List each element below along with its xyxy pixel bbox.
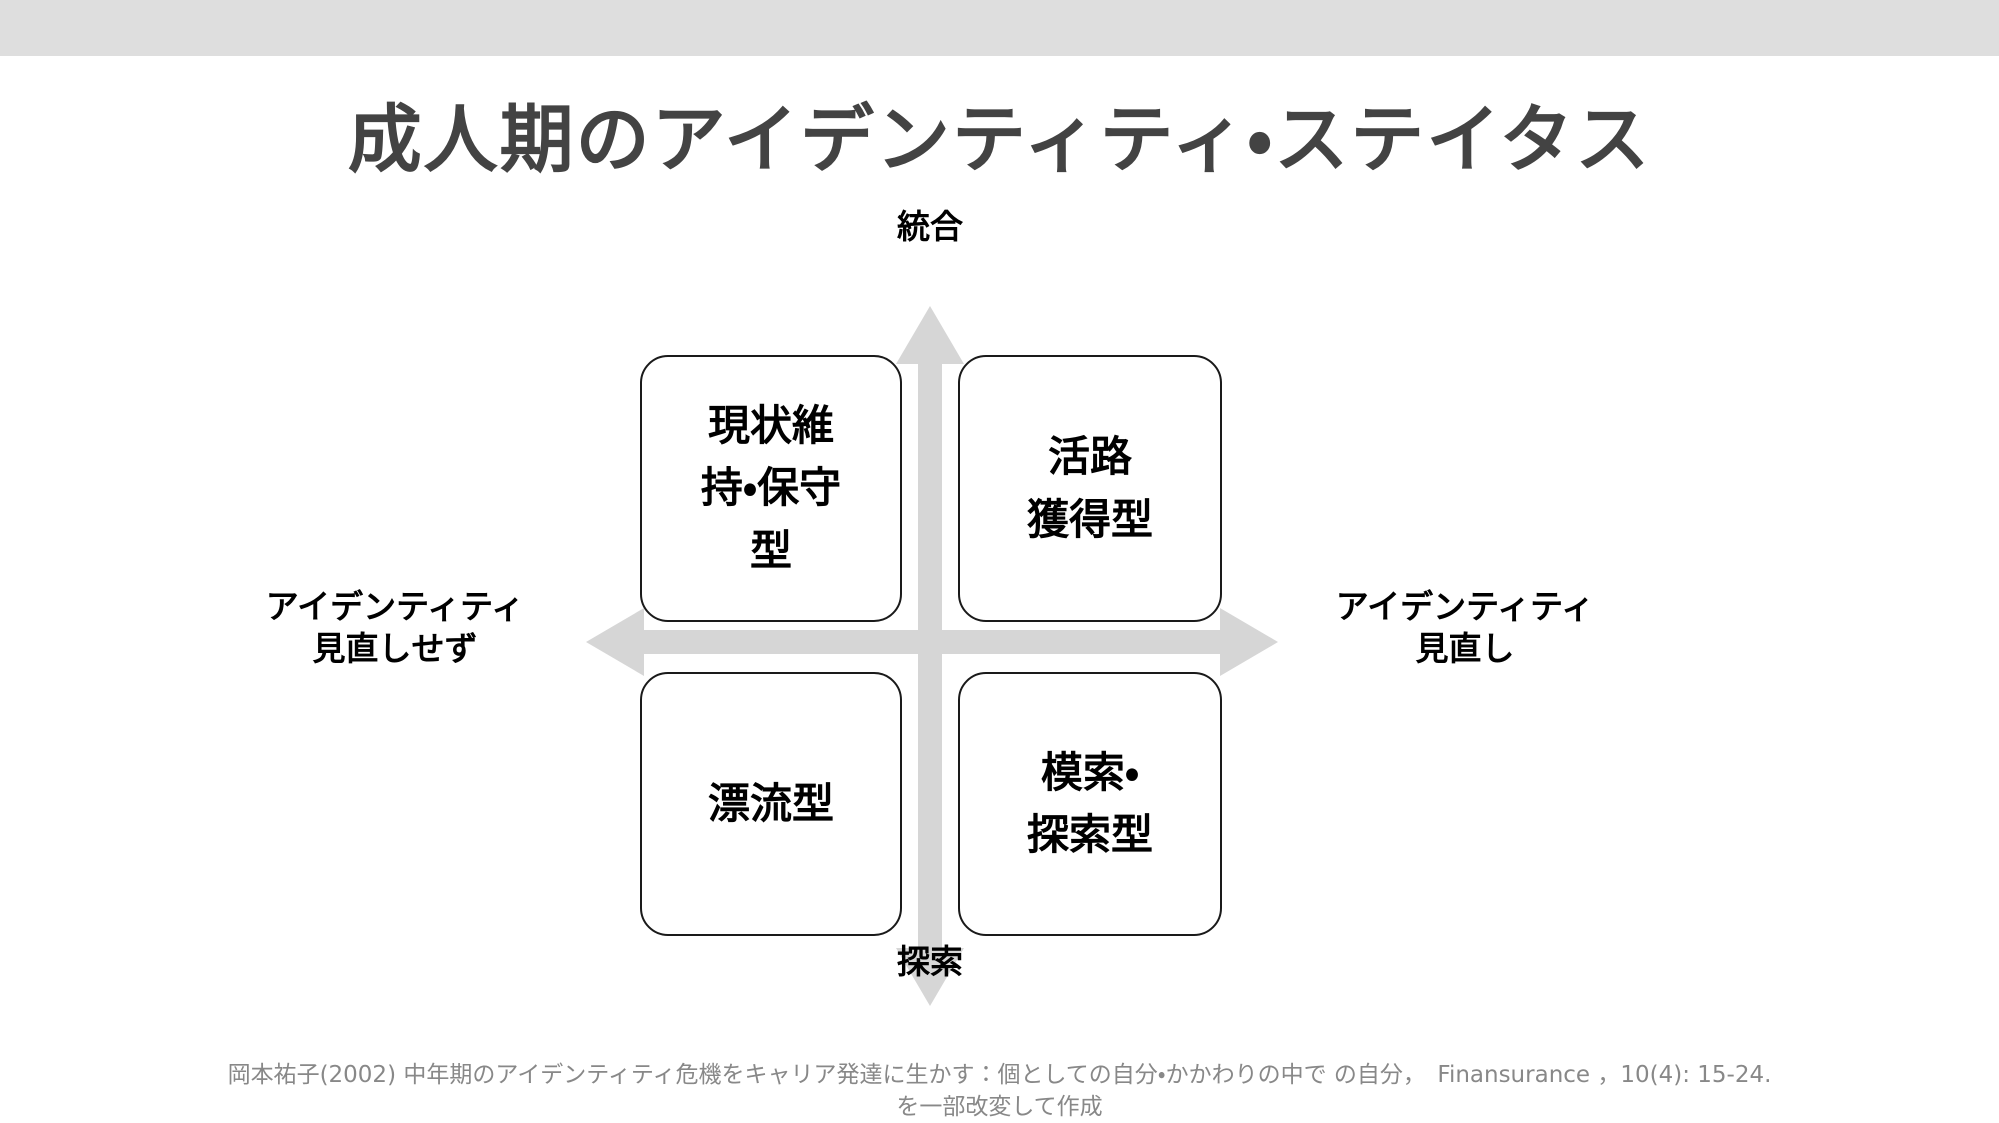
axis-label-right-review: アイデンティティ 見直し xyxy=(1335,587,1595,669)
axis-label-bottom-exploration: 探索 xyxy=(897,942,963,981)
quadrant-box-top-right: 活路 獲得型 xyxy=(958,355,1222,622)
quadrant-label-bottom-right: 模索・ 探索型 xyxy=(1026,747,1153,859)
axis-label-left-no-review: アイデンティティ 見直しせず xyxy=(265,587,525,669)
quadrant-diagram: 統合 探索 アイデンティティ 見直しせず アイデンティティ 見直し 現状維 持・… xyxy=(0,56,1999,1116)
slide-canvas: 成人期のアイデンティティ・ステイタス 統合 探索 アイデンティティ 見直しせず … xyxy=(0,56,1999,1120)
citation-line-2: を一部改変して作成 xyxy=(896,1093,1103,1120)
citation-line-1: 岡本祐子(2002) 中年期のアイデンティティ危機をキャリア発達に生かす：個とし… xyxy=(227,1062,1772,1088)
quadrant-label-top-left: 現状維 持・保守 型 xyxy=(700,401,842,575)
page-title: 成人期のアイデンティティ・ステイタス xyxy=(347,97,1652,183)
vertical-axis-arrow xyxy=(896,306,964,1006)
citation-block: 岡本祐子(2002) 中年期のアイデンティティ危機をキャリア発達に生かす：個とし… xyxy=(0,1060,1999,1123)
window-chrome-bar xyxy=(0,0,1999,56)
quadrant-box-top-left: 現状維 持・保守 型 xyxy=(640,355,902,622)
quadrant-box-bottom-left: 漂流型 xyxy=(640,672,902,936)
horizontal-axis-arrow xyxy=(586,608,1278,676)
quadrant-label-top-right: 活路 獲得型 xyxy=(1026,432,1153,544)
quadrant-label-bottom-left: 漂流型 xyxy=(707,778,834,828)
quadrant-box-bottom-right: 模索・ 探索型 xyxy=(958,672,1222,936)
axis-label-top-integration: 統合 xyxy=(897,207,963,246)
